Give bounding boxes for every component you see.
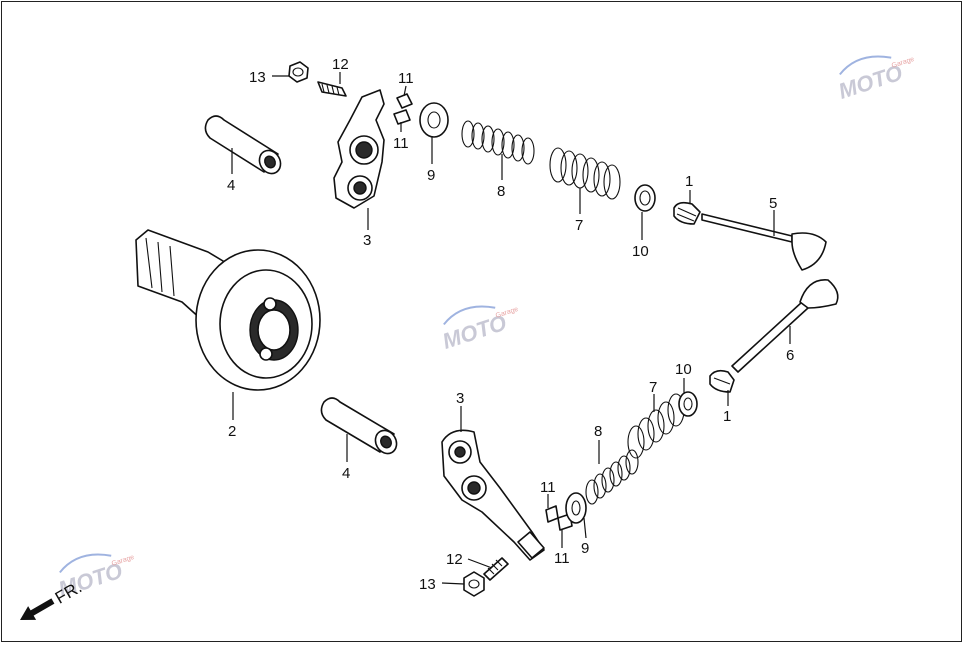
rocker-shaft-upper [204, 115, 282, 175]
rocker-arm-upper [333, 89, 385, 209]
rocker-shaft-lower [320, 397, 398, 455]
watermark-center: MOTO Garage [439, 305, 519, 354]
valve-seal-upper [673, 201, 701, 225]
callout-12: 12 [332, 56, 349, 73]
callout-9: 9 [581, 540, 589, 557]
callout-7: 7 [649, 379, 657, 396]
watermark-sub: Garage [495, 306, 519, 320]
callout-12: 12 [446, 551, 463, 568]
watermark-top-right: MOTO Garage [835, 55, 915, 104]
front-arrow-icon [20, 598, 55, 620]
outer-spring-upper [549, 147, 621, 200]
callout-8: 8 [594, 423, 602, 440]
callout-9: 9 [427, 167, 435, 184]
retainer-lower [565, 492, 587, 524]
callout-8: 8 [497, 183, 505, 200]
callout-4: 4 [227, 177, 235, 194]
cotters-lower [545, 505, 573, 531]
inner-spring-upper [461, 120, 535, 165]
callout-11: 11 [554, 550, 570, 567]
spring-seat-upper [634, 184, 656, 212]
callout-11: 11 [393, 135, 409, 152]
camshaft [135, 229, 321, 391]
watermark-sub: Garage [111, 554, 135, 568]
adjusting-screw-lower [483, 557, 509, 581]
callout-5: 5 [769, 195, 777, 212]
callout-2: 2 [228, 423, 236, 440]
callout-3: 3 [363, 232, 371, 249]
cotters-upper [393, 93, 413, 125]
callout-10: 10 [632, 243, 649, 260]
retainer-upper [419, 102, 449, 138]
callout-10: 10 [675, 361, 692, 378]
spring-seat-lower [678, 391, 698, 417]
outer-spring-lower [627, 393, 685, 459]
valve-upper [701, 213, 827, 271]
callout-13: 13 [419, 576, 436, 593]
nut-upper [288, 61, 309, 83]
callout-7: 7 [575, 217, 583, 234]
callout-13: 13 [249, 69, 266, 86]
callout-labels: 13 12 11 11 9 8 7 10 1 5 4 3 2 6 10 7 1 … [227, 56, 794, 593]
valve-lower [731, 279, 839, 373]
callout-6: 6 [786, 347, 794, 364]
adjusting-screw-upper [317, 81, 347, 97]
callout-11: 11 [398, 70, 414, 87]
nut-lower [463, 571, 485, 597]
callout-11: 11 [540, 479, 556, 496]
callout-3: 3 [456, 390, 464, 407]
leader-lines [231, 72, 791, 585]
valve-seal-lower [709, 369, 735, 393]
rocker-arm-lower [441, 429, 545, 561]
callout-4: 4 [342, 465, 350, 482]
watermark-sub: Garage [891, 56, 915, 70]
callout-1: 1 [723, 408, 731, 425]
front-direction-indicator: FR. [20, 578, 85, 620]
inner-spring-lower [585, 449, 639, 505]
callout-1: 1 [685, 173, 693, 190]
